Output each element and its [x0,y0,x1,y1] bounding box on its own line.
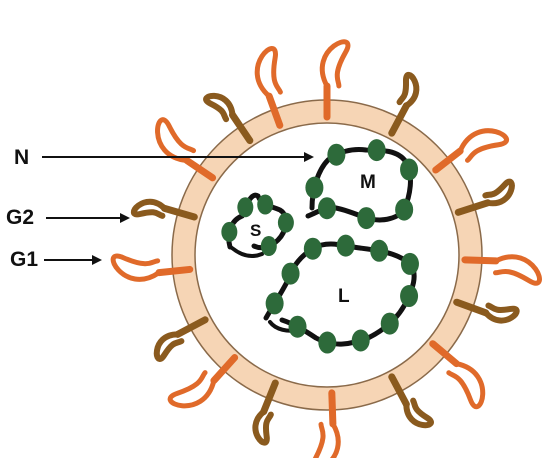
g2-knob-glycoprotein-icon [134,202,165,216]
g1-loop-glycoprotein-icon [449,364,483,407]
nucleoprotein-bead-icon [400,285,418,307]
nucleoprotein-bead-icon [401,253,419,275]
g1-loop-glycoprotein-icon [322,42,348,86]
nucleoprotein-bead-icon [289,316,307,338]
g2-knob-glycoprotein-icon [486,306,517,321]
g2-knob-glycoprotein-icon [400,75,417,106]
nucleoprotein-bead-icon [352,330,370,352]
nucleoprotein-bead-icon [282,263,300,285]
g1-loop-glycoprotein-icon [158,120,194,161]
g1-spike-stem [332,393,333,424]
g2-knob-glycoprotein-icon [206,96,232,119]
nucleoprotein-bead-icon [318,197,336,219]
g2-knob-glycoprotein-icon [406,401,431,426]
g2-knob-glycoprotein-icon [255,412,270,443]
nucleoprotein-bead-icon [266,292,284,314]
nucleoprotein-bead-icon [370,240,388,262]
label-g1: G1 [10,248,38,271]
label-g2: G2 [6,206,34,229]
nucleoprotein-bead-icon [221,222,237,242]
nucleoprotein-bead-icon [381,313,399,335]
segment-label-s: S [250,221,261,240]
g1-spike-stem [465,260,496,261]
nucleoprotein-bead-icon [327,144,345,166]
g1-loop-glycoprotein-icon [113,256,159,279]
label-n: N [14,146,29,169]
nucleoprotein-bead-icon [305,177,323,199]
segment-label-m: M [360,172,376,193]
g1-loop-glycoprotein-icon [460,131,506,161]
g1-loop-glycoprotein-icon [313,424,338,458]
nucleoprotein-bead-icon [278,213,294,233]
segment-label-l: L [338,286,350,307]
g1-loop-glycoprotein-icon [257,48,280,96]
nucleoprotein-bead-icon [318,332,336,354]
nucleoprotein-bead-icon [368,139,386,161]
g2-knob-glycoprotein-icon [157,334,182,359]
nucleoprotein-bead-icon [357,207,375,229]
nucleoprotein-bead-icon [395,199,413,221]
nucleoprotein-bead-icon [337,235,355,257]
nucleoprotein-bead-icon [261,236,277,256]
g1-spike-stem [159,269,190,272]
nucleoprotein-bead-icon [237,197,253,217]
g1-loop-glycoprotein-icon [170,373,214,406]
nucleoprotein-bead-icon [257,194,273,214]
g1-loop-glycoprotein-icon [495,257,539,284]
nucleoprotein-bead-icon [304,238,322,260]
nucleoprotein-bead-icon [400,159,418,181]
